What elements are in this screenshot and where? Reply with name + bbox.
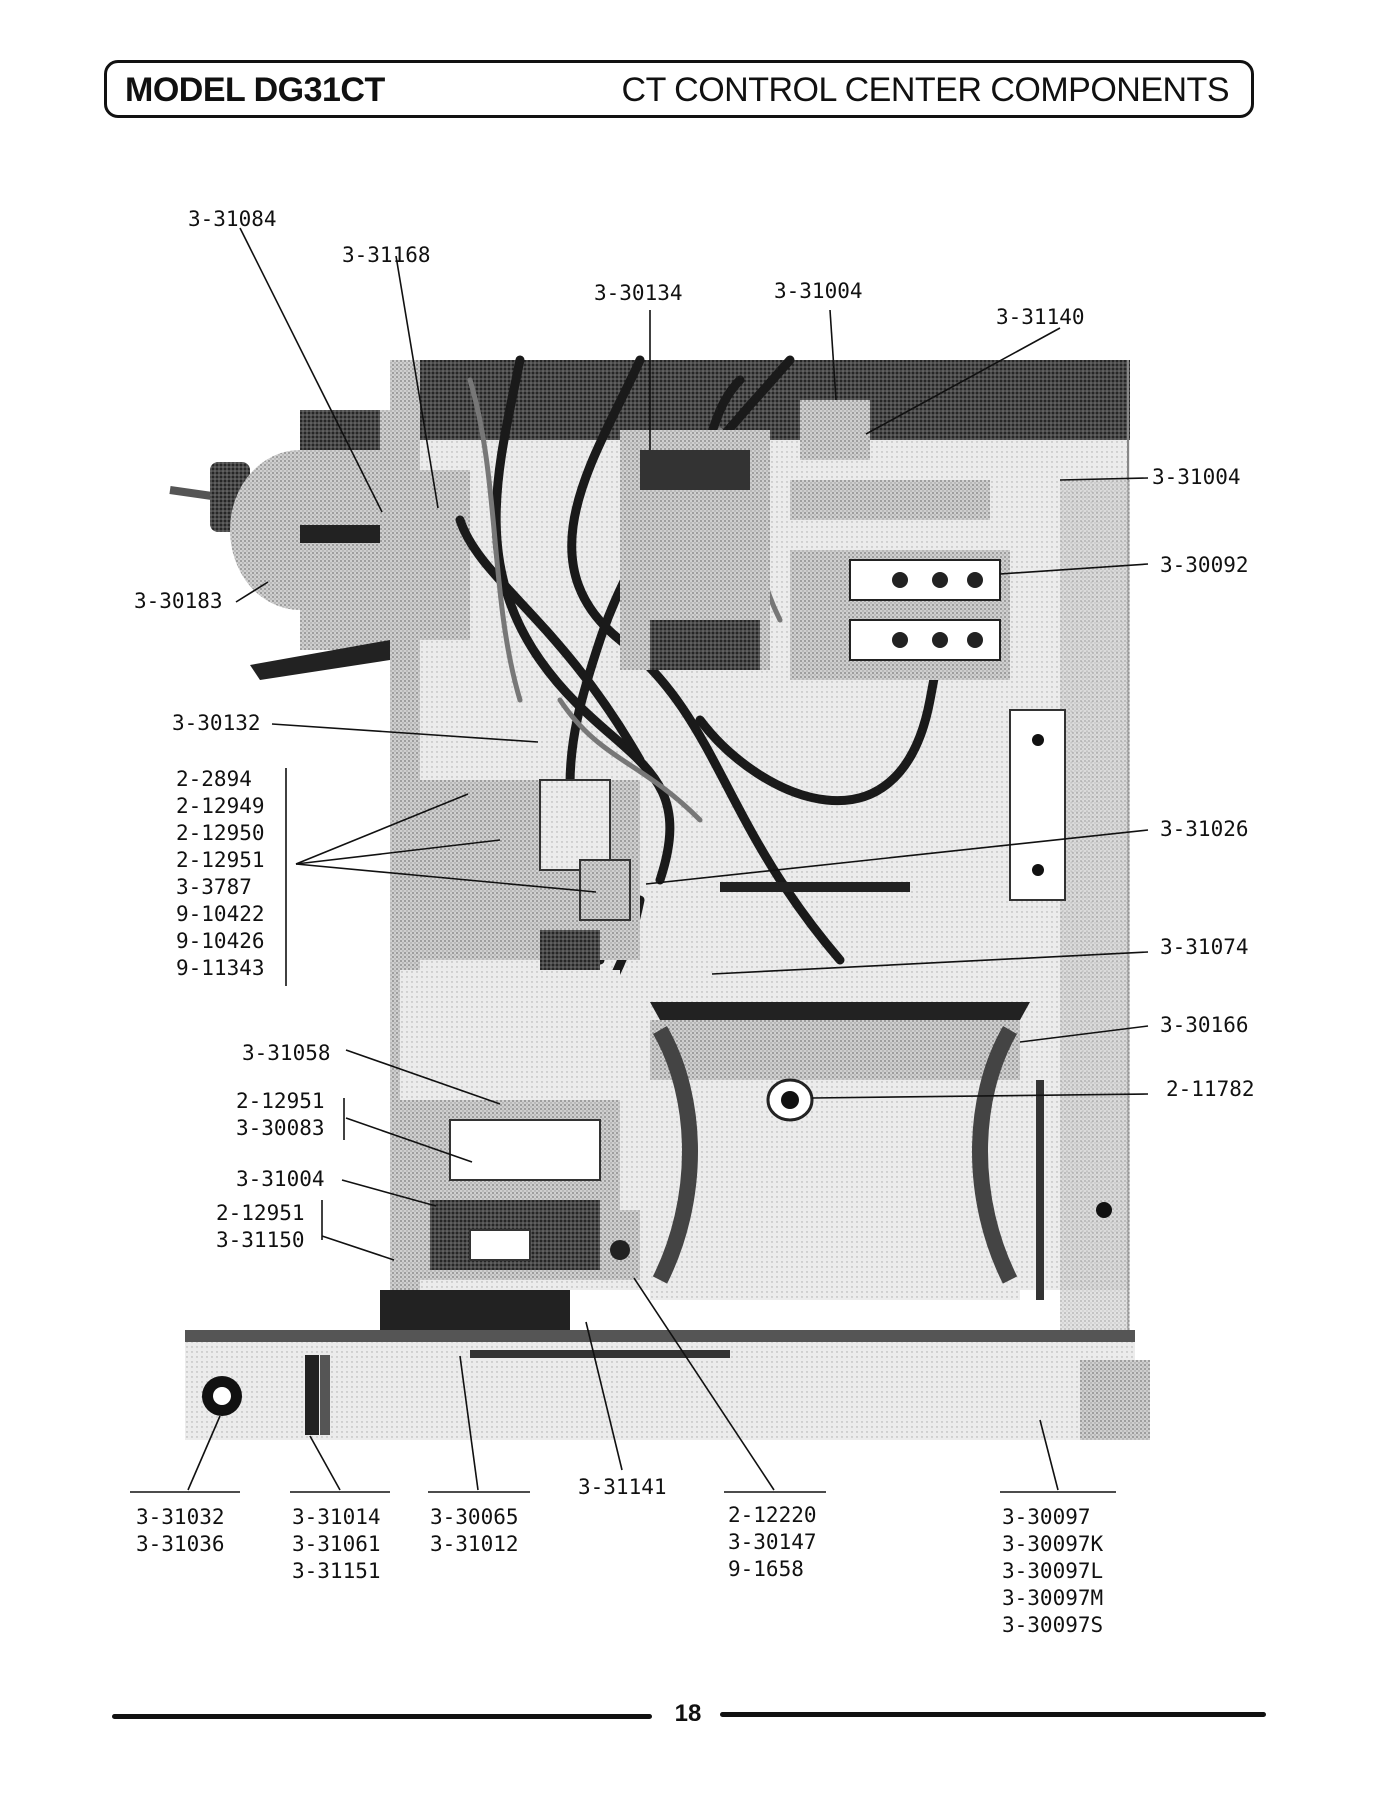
callout-bottom-2-item: 3-31151 bbox=[292, 1559, 381, 1583]
callout-bottom-5: 2-12220 3-30147 9-1658 bbox=[728, 1502, 817, 1583]
callout-bottom-2-item: 3-31061 bbox=[292, 1532, 381, 1556]
callout-top-2: 3-31168 bbox=[342, 243, 431, 267]
callout-bottom-4: 3-31141 bbox=[578, 1475, 667, 1499]
callout-bottom-3: 3-30065 3-31012 bbox=[430, 1504, 519, 1558]
callout-bottom-2-item: 3-31014 bbox=[292, 1505, 381, 1529]
callout-bottom-6-item: 3-30097M bbox=[1002, 1586, 1104, 1610]
callout-bottom-1: 3-31032 3-31036 bbox=[136, 1504, 225, 1558]
callout-top-5: 3-31140 bbox=[996, 305, 1085, 329]
callout-bottom-1-item: 3-31032 bbox=[136, 1505, 225, 1529]
callout-bottom-6-item: 3-30097S bbox=[1002, 1613, 1104, 1637]
callout-left-group-item: 2-12950 bbox=[176, 821, 265, 845]
callout-left-group-item: 2-2894 bbox=[176, 767, 252, 791]
callout-left-group-item: 9-10426 bbox=[176, 929, 265, 953]
callout-left-lower-d: 2-12951 3-31150 bbox=[216, 1200, 305, 1254]
callout-bottom-6-item: 3-30097 bbox=[1002, 1505, 1091, 1529]
callout-top-4: 3-31004 bbox=[774, 279, 863, 303]
callout-left-2: 3-30132 bbox=[172, 711, 261, 735]
footer-rule-right bbox=[720, 1712, 1266, 1717]
callout-left-lower-d-item: 3-31150 bbox=[216, 1228, 305, 1252]
callout-top-1: 3-31084 bbox=[188, 207, 277, 231]
timer-motor bbox=[169, 410, 470, 680]
callout-bottom-3-item: 3-31012 bbox=[430, 1532, 519, 1556]
callout-right-4: 3-31074 bbox=[1160, 935, 1249, 959]
callout-left-group-item: 2-12949 bbox=[176, 794, 265, 818]
callout-right-3: 3-31026 bbox=[1160, 817, 1249, 841]
callout-left-1: 3-30183 bbox=[134, 589, 223, 613]
callout-left-lower-d-item: 2-12951 bbox=[216, 1201, 305, 1225]
page-number: 18 bbox=[674, 1700, 702, 1727]
callout-left-lower-b-item: 3-30083 bbox=[236, 1116, 325, 1140]
callout-bottom-2: 3-31014 3-31061 3-31151 bbox=[292, 1504, 381, 1585]
callout-bottom-6: 3-30097 3-30097K 3-30097L 3-30097M 3-300… bbox=[1002, 1504, 1103, 1639]
callout-left-group: 2-2894 2-12949 2-12950 2-12951 3-3787 9-… bbox=[176, 766, 265, 982]
callout-left-group-item: 9-11343 bbox=[176, 956, 265, 980]
leader-lines bbox=[130, 227, 1149, 1493]
callout-bottom-1-item: 3-31036 bbox=[136, 1532, 225, 1556]
callout-bottom-5-item: 3-30147 bbox=[728, 1530, 817, 1554]
page-header: MODEL DG31CT CT CONTROL CENTER COMPONENT… bbox=[104, 60, 1254, 118]
callout-bottom-6-item: 3-30097K bbox=[1002, 1532, 1104, 1556]
callout-left-lower-b: 2-12951 3-30083 bbox=[236, 1088, 325, 1142]
callout-right-1: 3-31004 bbox=[1152, 465, 1241, 489]
callout-left-lower-a: 3-31058 bbox=[242, 1041, 331, 1065]
section-title: CT CONTROL CENTER COMPONENTS bbox=[621, 71, 1230, 109]
callout-bottom-5-item: 2-12220 bbox=[728, 1503, 817, 1527]
control-block bbox=[620, 400, 1066, 901]
callout-bottom-6-item: 3-30097L bbox=[1002, 1559, 1104, 1583]
callout-left-group-item: 9-10422 bbox=[176, 902, 265, 926]
callout-left-lower-c: 3-31004 bbox=[236, 1167, 325, 1191]
callout-bottom-5-item: 9-1658 bbox=[728, 1557, 804, 1581]
callout-left-lower-b-item: 2-12951 bbox=[236, 1089, 325, 1113]
callout-top-3: 3-30134 bbox=[594, 281, 683, 305]
model-number: MODEL DG31CT bbox=[125, 71, 385, 109]
callout-left-group-item: 3-3787 bbox=[176, 875, 252, 899]
callout-left-group-item: 2-12951 bbox=[176, 848, 265, 872]
callout-right-2: 3-30092 bbox=[1160, 553, 1249, 577]
callout-bottom-3-item: 3-30065 bbox=[430, 1505, 519, 1529]
footer-rule-left bbox=[112, 1714, 652, 1719]
base-plate bbox=[185, 1202, 1150, 1440]
callout-right-5: 3-30166 bbox=[1160, 1013, 1249, 1037]
callout-right-6: 2-11782 bbox=[1166, 1077, 1255, 1101]
lower-module bbox=[380, 1100, 640, 1340]
pump-housing bbox=[650, 1002, 1044, 1300]
